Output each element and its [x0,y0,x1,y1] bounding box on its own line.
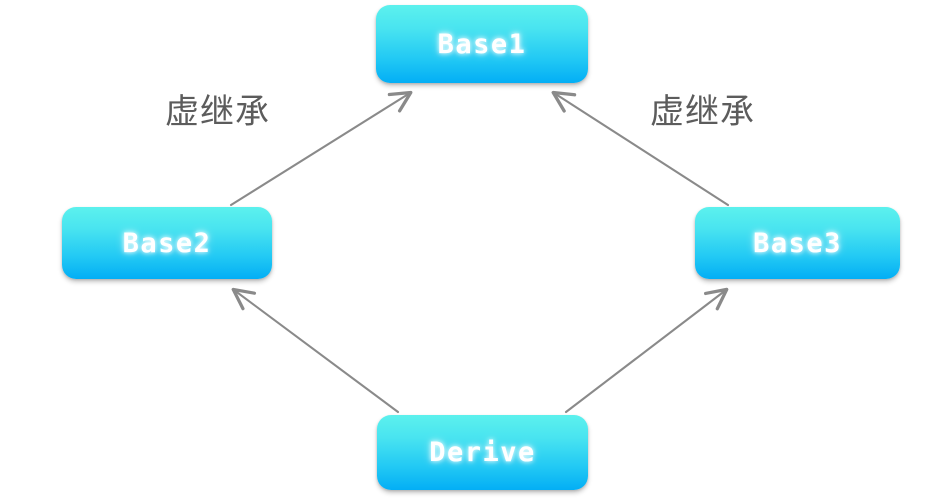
node-base2[interactable]: Base2 [62,207,272,279]
edge-label-left-virtual-inheritance: 虚继承 [165,92,270,132]
edge-label-right-virtual-inheritance: 虚继承 [650,92,755,132]
node-derive-label: Derive [429,437,536,468]
edge-derive-to-base2 [231,287,400,414]
node-base2-label: Base2 [122,227,212,259]
node-base1-label: Base1 [437,28,527,60]
node-base3-label: Base3 [753,227,842,259]
node-base3[interactable]: Base3 [695,207,900,279]
node-base1[interactable]: Base1 [376,5,588,83]
node-derive[interactable]: Derive [377,415,588,490]
edge-derive-to-base3 [564,287,729,414]
